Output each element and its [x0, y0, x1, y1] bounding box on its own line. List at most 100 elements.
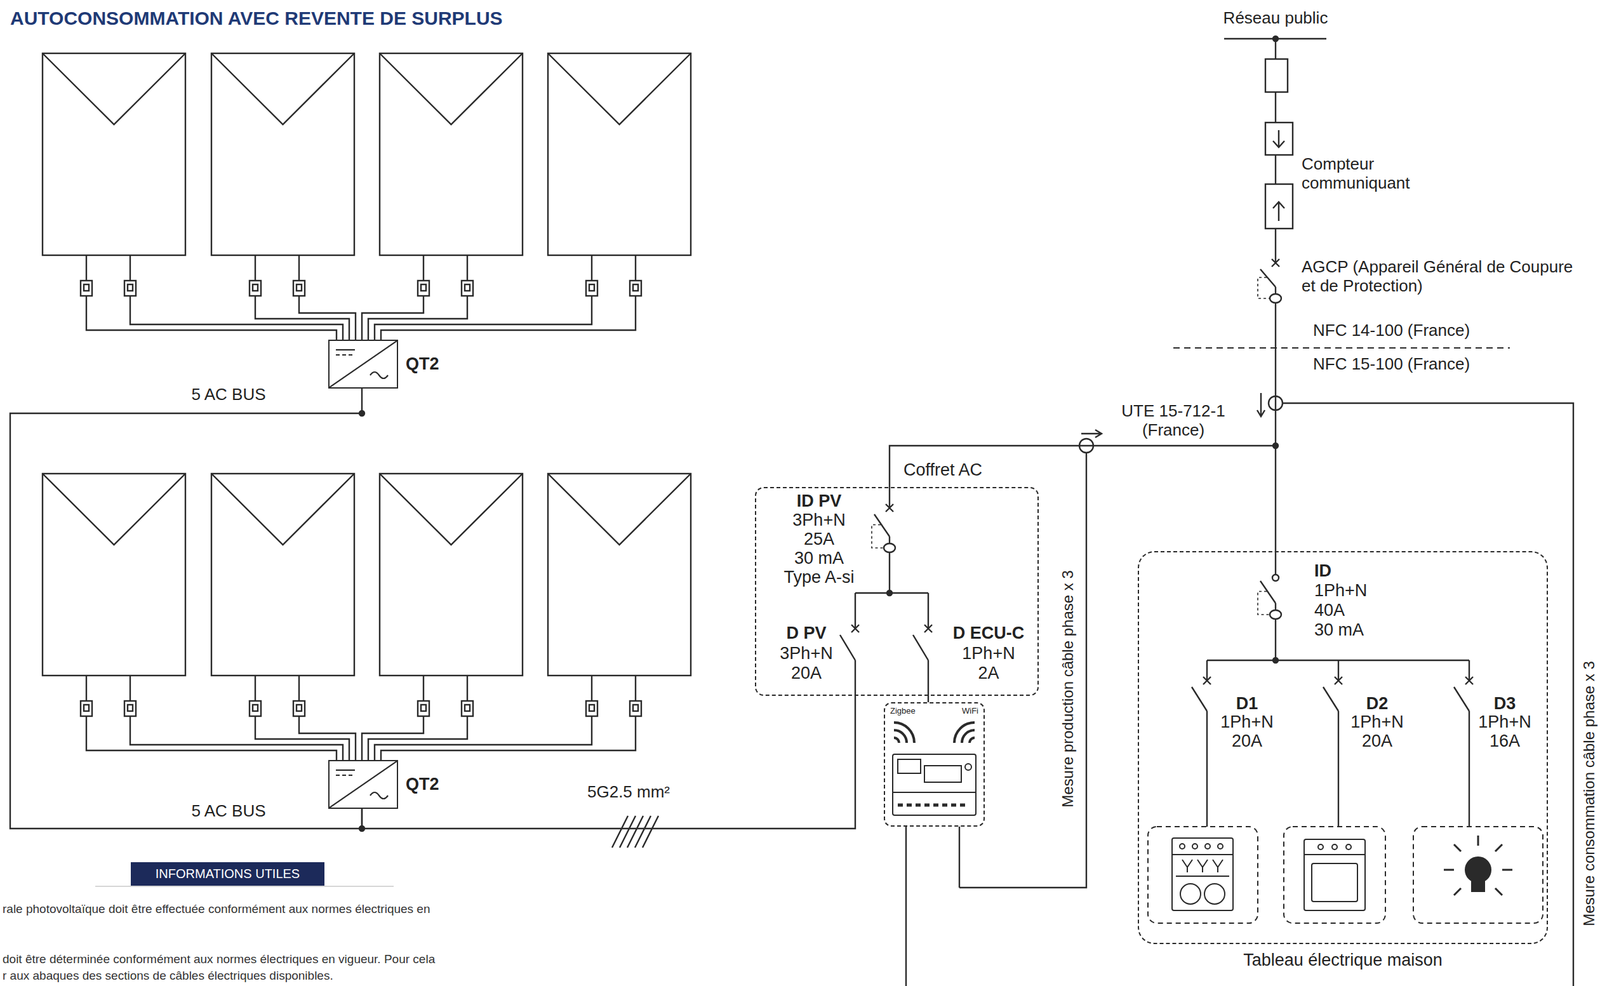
breaker-rating: 1Ph+N — [1220, 712, 1274, 733]
note-text: rale photovoltaïque doit être effectuée … — [2, 902, 431, 917]
panel-connector — [629, 700, 642, 717]
norm-boundary — [1173, 347, 1510, 349]
bulb-rays — [1443, 835, 1513, 896]
breaker-blade — [913, 634, 929, 661]
wire — [85, 675, 87, 701]
breaker-rating: 30 mA — [1314, 620, 1364, 640]
wire — [1274, 92, 1277, 123]
breaker-name: D2 — [1366, 693, 1389, 714]
panel-connector — [420, 704, 427, 712]
breaker-blade — [1260, 269, 1276, 287]
solar-panel — [547, 473, 691, 676]
breaker-rating: 3Ph+N — [792, 510, 846, 531]
breaker-blade — [1191, 686, 1207, 712]
breaker-symbol — [840, 593, 860, 696]
breaker-rating: 20A — [791, 663, 822, 684]
panel-connector — [127, 704, 133, 712]
wire — [634, 255, 637, 281]
panel-connector — [83, 704, 89, 712]
panel-connector — [633, 284, 639, 291]
meter-symbol — [1265, 184, 1293, 229]
switch-contact — [1272, 574, 1279, 581]
solar-panel — [42, 53, 186, 256]
panel-connector — [420, 284, 427, 291]
appliances — [1147, 826, 1543, 924]
panel-connector — [83, 284, 89, 291]
wire — [634, 675, 637, 701]
residual-breaker-symbol — [1257, 551, 1282, 661]
meter-arrow — [1273, 130, 1285, 148]
node-title: Zigbee — [890, 706, 916, 717]
wire — [1337, 660, 1340, 681]
wire — [927, 593, 929, 629]
meter-symbol — [1265, 122, 1293, 155]
inverter-symbol — [329, 340, 397, 388]
breaker-cross — [1271, 259, 1280, 267]
dc-wire — [374, 716, 592, 760]
oven-icon — [1332, 844, 1338, 850]
bulb-icon — [1471, 881, 1485, 892]
breaker-name: D ECU-C — [953, 623, 1025, 644]
differential-link — [871, 525, 884, 549]
panel-mark — [547, 53, 691, 125]
wire — [888, 486, 891, 508]
differential-toroid — [883, 543, 896, 553]
banner-rule — [95, 885, 394, 887]
wire — [958, 826, 960, 888]
panel-connector — [249, 280, 261, 296]
dc-wire — [130, 295, 343, 340]
node-title: Tableau électrique maison — [1243, 950, 1443, 971]
bulb-icon — [1465, 857, 1491, 883]
oven-icon — [1318, 844, 1324, 850]
breaker-name: ID — [1314, 561, 1332, 581]
dishwasher-icon — [1172, 838, 1234, 911]
dc-wire — [361, 716, 424, 760]
fuse-symbol — [1265, 59, 1288, 93]
residual-breaker-symbol — [1257, 228, 1282, 445]
wire — [129, 255, 131, 281]
wire — [927, 660, 929, 696]
breaker-rating: 40A — [1314, 600, 1345, 621]
title: AUTOCONSOMMATION AVEC REVENTE DE SURPLUS — [10, 7, 503, 30]
dc-wire — [361, 295, 424, 340]
differential-toroid — [1269, 610, 1282, 620]
panel-connector — [293, 280, 305, 296]
panel-connector — [464, 284, 470, 291]
breaker-name: D3 — [1493, 693, 1517, 714]
panel-mark — [547, 473, 691, 545]
panel-connector — [633, 704, 639, 712]
pv-array — [42, 53, 691, 340]
norm-label: NFC 14-100 (France) — [1313, 321, 1470, 341]
breaker-rating: 3Ph+N — [779, 643, 833, 664]
wire — [298, 675, 300, 701]
ac-cable — [927, 695, 929, 703]
node-title: QT2 — [405, 774, 440, 795]
wire — [591, 255, 593, 281]
panel-connector — [252, 704, 258, 712]
solar-panel — [547, 53, 691, 256]
panel-connector — [417, 280, 430, 296]
breaker-rating: 25A — [803, 529, 835, 550]
ac-cable — [889, 445, 1276, 552]
conductor-ticks — [612, 815, 659, 848]
panel-mark — [379, 53, 523, 125]
panel-connector — [296, 704, 302, 712]
breaker-rating: 1Ph+N — [961, 643, 1015, 664]
panel-connector — [293, 700, 305, 717]
oven-icon — [1311, 863, 1358, 902]
grid-label: Réseau public — [1223, 8, 1329, 28]
inverter-box: QT2 — [328, 339, 399, 389]
meter-arrow — [1273, 201, 1285, 221]
wire — [1274, 286, 1277, 445]
panel-connector — [586, 700, 598, 717]
inverter-symbol — [329, 761, 397, 808]
agcp-label: AGCP (Appareil Général de Coupure et de … — [1301, 257, 1575, 296]
wire — [422, 255, 425, 281]
dishwasher-icon — [1192, 843, 1198, 849]
panel-connector — [124, 280, 136, 296]
dc-wire — [299, 716, 356, 760]
wire — [466, 675, 468, 701]
panel-mark — [42, 53, 186, 125]
dc-wire — [130, 716, 343, 760]
breaker-cross — [851, 624, 860, 633]
